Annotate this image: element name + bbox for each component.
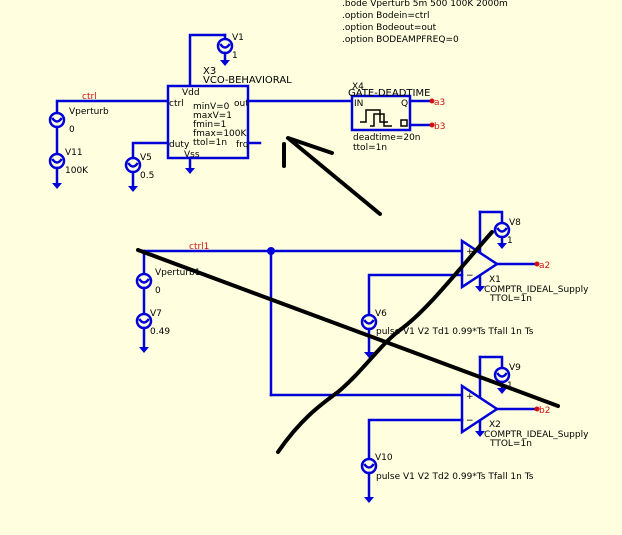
directive-bode: .bode Vperturb 5m 500 100K 2000m (342, 0, 508, 9)
spice-directives: .bode Vperturb 5m 500 100K 2000m .option… (342, 0, 508, 45)
x1-param: TTOL=1n (489, 294, 532, 304)
source-v5[interactable]: V5 0.5 (124, 141, 170, 192)
net-label-b2: b2 (539, 406, 550, 416)
ground-icon (52, 183, 62, 189)
x3-ref: X3 (203, 66, 216, 77)
v10-value: pulse V1 V2 Td2 0.99*Ts Tfall 1n Ts (376, 472, 534, 482)
v1-name: V1 (232, 33, 244, 43)
comparator-x2[interactable]: + − b2 X2 COMPTR_IDEAL_Supply TTOL=1n (460, 355, 589, 449)
x4-ref: X4 (352, 82, 364, 92)
x3-pin-out: out (234, 99, 249, 109)
v9-name: V9 (509, 363, 521, 373)
source-v11[interactable]: V11 100K (48, 148, 89, 189)
vperturb-name: Vperturb (69, 107, 109, 117)
x2-minus-icon: − (466, 416, 474, 426)
arrow-annotation (286, 136, 382, 216)
x3-pin-vss: Vss (184, 150, 200, 160)
port-b3-icon (429, 122, 435, 128)
waveform-icon (360, 109, 388, 123)
v11-name: V11 (65, 148, 83, 158)
net-ctrl1[interactable]: ctrl1 (142, 242, 466, 397)
source-v6[interactable]: V6 pulse V1 V2 Td1 0.99*Ts Tfall 1n Ts (360, 273, 534, 358)
v8-value: 1 (507, 236, 513, 246)
ground-icon (185, 168, 195, 174)
ground-icon (364, 352, 374, 358)
net-label-ctrl: ctrl (82, 92, 97, 102)
x2-plus-icon: + (466, 392, 474, 402)
x4-param-ttol: ttol=1n (353, 143, 387, 153)
ground-icon (475, 286, 485, 292)
source-vperturb[interactable]: Vperturb 0 (48, 107, 109, 155)
x3-param-fmax: fmax=100K (193, 129, 247, 139)
x4-pin-q: Q (401, 99, 408, 109)
x3-pin-duty: duty (169, 140, 190, 150)
curve-stroke (276, 230, 494, 454)
source-v7[interactable]: V7 0.49 (135, 309, 170, 353)
qbar-pin-icon (400, 119, 408, 127)
directive-bodeout: .option Bodeout=out (342, 23, 437, 33)
v11-value: 100K (65, 166, 89, 176)
source-vperturb1[interactable]: Vperturb1 0 (135, 268, 200, 315)
port-a3-icon (429, 98, 435, 104)
x1-minus-icon: − (466, 271, 474, 281)
x3-pin-ctrl: ctrl (169, 99, 184, 109)
v5-value: 0.5 (140, 171, 154, 181)
deadtime-block-x4[interactable]: X4 GATE-DEADTIME IN Q deadtime=20n ttol=… (348, 82, 445, 153)
x1-plus-icon: + (466, 247, 474, 257)
ground-icon (364, 497, 374, 503)
vperturb1-name: Vperturb1 (155, 268, 200, 278)
junction-dot (267, 247, 275, 255)
x1-ref: X1 (489, 275, 501, 285)
ground-icon (475, 431, 485, 437)
ground-icon (497, 388, 507, 394)
ground-icon (139, 347, 149, 353)
vperturb-value: 0 (69, 125, 75, 135)
vperturb1-value: 0 (155, 286, 161, 296)
net-label-b3: b3 (434, 122, 445, 132)
v6-value: pulse V1 V2 Td1 0.99*Ts Tfall 1n Ts (376, 327, 534, 337)
source-v10[interactable]: V10 pulse V1 V2 Td2 0.99*Ts Tfall 1n Ts (360, 418, 534, 503)
hand-drawn-annotations (136, 136, 560, 454)
x3-pin-frq: frq (236, 140, 248, 150)
x4-param-deadtime: deadtime=20n (353, 133, 421, 143)
ground-icon (220, 60, 230, 66)
x3-param-fmin: fmin=1 (193, 120, 226, 130)
vco-block-x3[interactable]: X3 VCO-BEHAVIORAL Vdd ctrl out duty frq … (166, 66, 292, 174)
net-label-a3: a3 (434, 98, 445, 108)
x3-model: VCO-BEHAVIORAL (203, 75, 292, 86)
x3-param-maxv: maxV=1 (193, 111, 232, 121)
x4-pin-in: IN (354, 99, 363, 109)
net-label-ctrl1: ctrl1 (189, 242, 209, 252)
source-v1[interactable]: V1 1 (188, 33, 244, 88)
directive-bodeampfreq: .option BODEAMPFREQ=0 (342, 35, 459, 45)
v7-name: V7 (150, 309, 162, 319)
v6-name: V6 (375, 309, 387, 319)
x3-pin-vdd: Vdd (182, 88, 200, 98)
net-ctrl[interactable]: ctrl (55, 92, 170, 114)
x1-model: COMPTR_IDEAL_Supply (484, 285, 589, 295)
ground-icon (128, 186, 138, 192)
x2-model: COMPTR_IDEAL_Supply (484, 430, 589, 440)
ground-icon (497, 243, 507, 249)
source-v8[interactable]: V8 1 (478, 210, 521, 249)
x2-ref: X2 (489, 420, 501, 430)
x2-param: TTOL=1n (489, 439, 532, 449)
v10-name: V10 (375, 453, 393, 463)
comparator-x1[interactable]: + − a2 X1 COMPTR_IDEAL_Supply TTOL=1n (460, 210, 589, 304)
port-a2-icon (534, 261, 540, 267)
x4-model: GATE-DEADTIME (348, 88, 430, 99)
strike-line (136, 248, 560, 408)
net-label-a2: a2 (539, 261, 550, 271)
v8-name: V8 (509, 218, 521, 228)
directive-bodein: .option Bodein=ctrl (342, 11, 430, 21)
x3-param-ttol: ttol=1n (193, 138, 227, 148)
waveform-icon (370, 113, 392, 127)
v7-value: 0.49 (150, 327, 170, 337)
v5-name: V5 (140, 153, 152, 163)
v1-value: 1 (232, 51, 238, 61)
x3-param-minv: minV=0 (193, 102, 230, 112)
port-b2-icon (534, 406, 540, 412)
